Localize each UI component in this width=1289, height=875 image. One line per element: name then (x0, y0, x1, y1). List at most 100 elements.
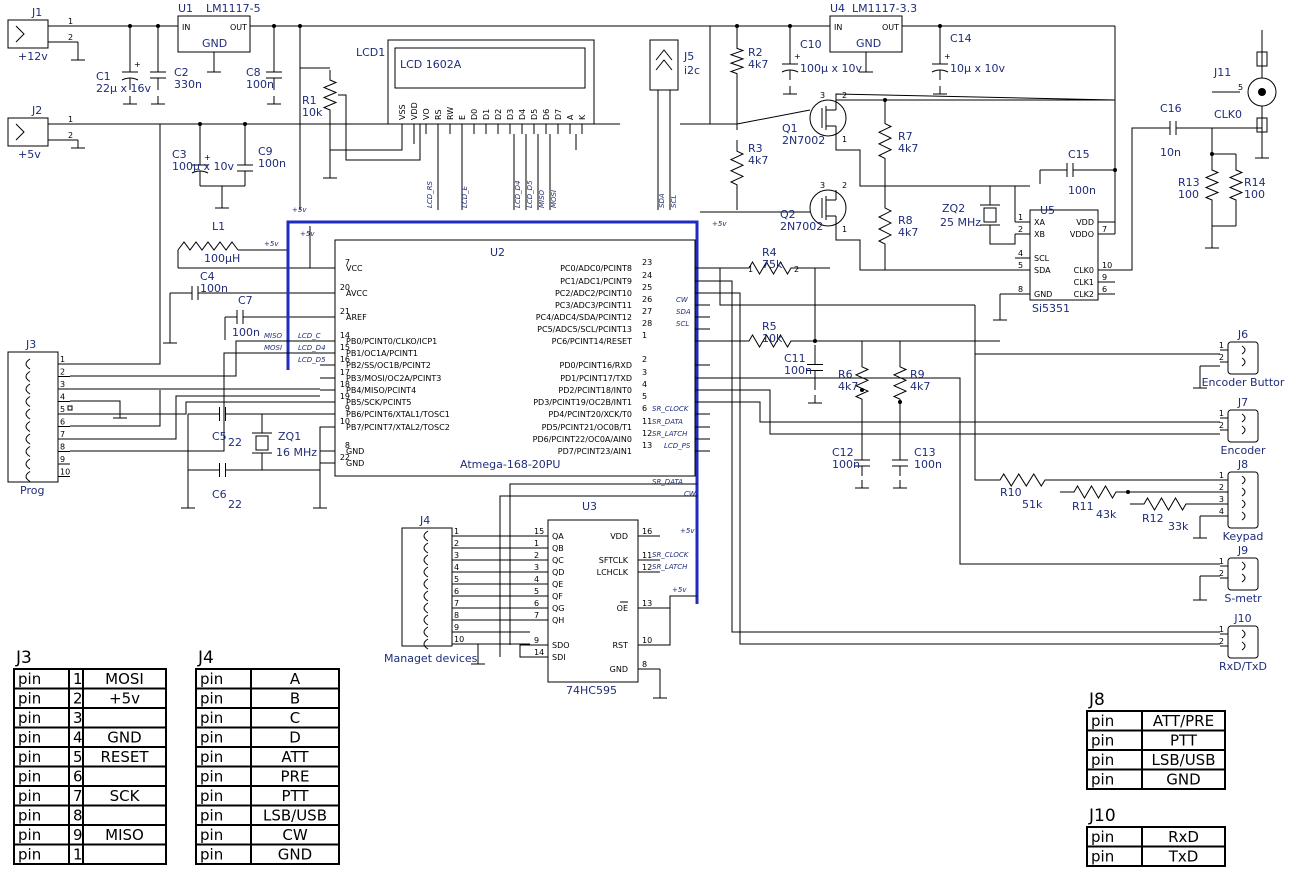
shiftreg-74hc595-body (547, 519, 639, 683)
pin-number: 28 (642, 319, 652, 328)
pin-number: 9 (454, 623, 459, 632)
regulator-u1-gnd: GND (202, 37, 227, 50)
capacitor-c10 (781, 69, 799, 73)
component-ref-r1: R1 (302, 94, 317, 107)
coax-connector-j11 (1258, 88, 1266, 96)
lcd-pin-rw: RW (446, 107, 455, 120)
pin-number: 1 (1219, 409, 1224, 418)
si5351-body (1029, 209, 1099, 301)
table-j4-cell-text: ATT (281, 748, 309, 766)
table-j4-cell-text: D (289, 729, 301, 747)
table-j4-cell-text: PTT (281, 787, 309, 805)
si5351-pin-xa: XA (1034, 218, 1045, 227)
component-ref-q2: Q2 (780, 208, 796, 221)
wire (710, 292, 1220, 645)
connector-j2-body (7, 117, 49, 147)
junction (198, 122, 202, 126)
component-ref-r7: R7 (898, 130, 913, 143)
mcu-pin-pb5: PB5/SCK/PCINT5 (346, 398, 411, 407)
table-j3-cell-text: pin (18, 826, 41, 844)
component-ref-c14: C14 (950, 32, 972, 45)
component-ref-r14: R14 (1244, 176, 1266, 189)
component-value-c3: 100µ x 10v (172, 160, 234, 173)
mcu-pin-pd0: PD0/PCINT16/RXD (560, 361, 632, 370)
connector-pin-icon (15, 123, 25, 141)
pin-number: 1 (68, 115, 73, 124)
si5351-pin-clk2: CLK2 (1074, 290, 1094, 299)
wire (710, 377, 1220, 565)
shiftreg-pin-gnd: GND (610, 665, 628, 674)
shiftreg-pin-qb: QB (552, 544, 564, 553)
pin-number: 6 (534, 599, 539, 608)
connector-pin-icon (25, 458, 31, 470)
net-label-sr-clock: SR_CLOCK (652, 405, 690, 413)
connector-pin-icon (423, 578, 429, 590)
component-value-zq2: 25 MHz (940, 216, 981, 229)
resistor-r5 (735, 334, 805, 348)
pin-number: 22 (340, 453, 350, 462)
junction (883, 98, 887, 102)
junction (1113, 168, 1117, 172)
connector-pin-icon (1241, 413, 1246, 423)
pin-number: 2 (1219, 483, 1224, 492)
resistor-r11 (1060, 485, 1130, 499)
connector-pin-icon (1241, 475, 1246, 485)
regulator-u1-part: LM1117-5 (206, 2, 261, 15)
table-j3-cell-text: +5v (109, 690, 140, 708)
wire (1115, 127, 1160, 271)
net-label-sda: SDA (676, 308, 691, 316)
mcu-pin-pd4: PD4/PCINT20/XCK/T0 (548, 410, 632, 419)
pin-number: 14 (340, 331, 350, 340)
component-ref-zq2: ZQ2 (942, 202, 965, 215)
pin-number: 9 (60, 455, 65, 464)
net-label-lcd-d4: LCD_D4 (514, 180, 522, 208)
pin-number: 8 (454, 611, 459, 620)
table-j3-cell-text: SCK (110, 787, 141, 805)
pin-number: 3 (1219, 495, 1224, 504)
mosfet-q2 (809, 189, 847, 227)
connector-pin-icon (25, 358, 31, 370)
table-j3-cell-text: 7 (73, 787, 83, 805)
wire (989, 185, 1016, 222)
component-ref-r10: R10 (1000, 486, 1022, 499)
wire (509, 483, 697, 645)
mcu-part: Atmega-168-20PU (460, 458, 560, 471)
wire (70, 400, 121, 410)
si5351-pin-xb: XB (1034, 230, 1045, 239)
connector-j1-label: +12v (18, 50, 48, 63)
table-j8-cell-text: LSB/USB (1151, 751, 1215, 769)
regulator-u4-gnd: GND (856, 37, 881, 50)
component-value-r12: 33k (1168, 520, 1189, 533)
lcd-screen (394, 47, 586, 89)
lcd-ref: LCD1 (356, 46, 385, 59)
table-j8-cell-text: GND (1166, 771, 1200, 789)
wire (835, 226, 1015, 271)
pin-number: 2 (794, 265, 799, 274)
component-value-c14: 10µ x 10v (950, 62, 1005, 75)
net-label-miso: MISO (264, 332, 283, 340)
table-j8-cell-text: pin (1091, 712, 1114, 730)
table-j4-cell (250, 843, 340, 865)
pin-number: 8 (1018, 285, 1023, 294)
connector-j5-ref: J5 (683, 50, 694, 63)
component-value-c6: 22 (228, 498, 242, 511)
mcu-pin-pd1: PD1/PCINT17/TXD (560, 374, 632, 383)
pin-stub (67, 405, 73, 411)
table-j4-cell-text: pin (200, 768, 223, 786)
mcu-pin-pd5: PD5/PCINT21/OC0B/T1 (542, 423, 632, 432)
lcd-pin-a: A (566, 114, 575, 120)
connector-j5-label: i2c (684, 64, 700, 77)
table-j10-cell (1141, 845, 1226, 867)
pin-number: 10 (642, 636, 652, 645)
component-ref-c16: C16 (1160, 102, 1182, 115)
pin-number: 3 (642, 368, 647, 377)
pin-number: 4 (1018, 249, 1023, 258)
wire (519, 644, 530, 658)
pin-number: 7 (534, 611, 539, 620)
pin-number: 5 (60, 405, 65, 414)
mcu-pin-pb2: PB2/SS/OC1B/PCINT2 (346, 361, 431, 370)
table-j3-cell-text: 5 (73, 748, 83, 766)
pin-number: 2 (1219, 569, 1224, 578)
net-label-lcd-rs: LCD_RS (426, 180, 434, 208)
table-j3-cell-text: pin (18, 690, 41, 708)
